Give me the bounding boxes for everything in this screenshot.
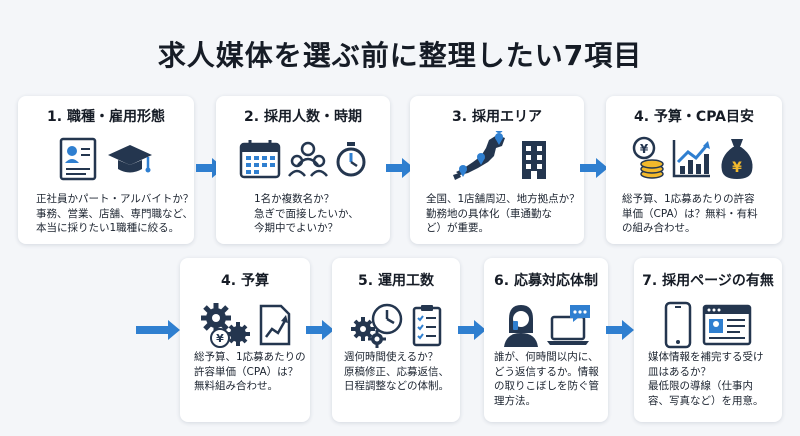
arrow-right-icon: [458, 320, 486, 340]
svg-text:¥: ¥: [732, 160, 742, 176]
svg-text:¥: ¥: [640, 142, 649, 156]
card-text: 総予算、1応募あたりの許容 単価（CPA）は？無料・有料 の組み合わせ。: [622, 193, 758, 234]
card-title: 4. 予算・CPA目安: [633, 109, 755, 125]
gears-yen-icon: ¥: [198, 300, 252, 350]
arrow-right-icon: [386, 158, 414, 178]
card-text: 全国、1店舗周辺、地方拠点か？ 勤務地の具体化（車通勤な ど）が重要。: [426, 193, 580, 234]
card-text: 総予算、1応募あたりの 許容単価（CPA）は？ 無料組み合わせ。: [194, 351, 306, 392]
card-title: 4. 予算: [221, 273, 269, 289]
arrow-right-icon: [136, 320, 180, 340]
card-job-type: 1. 職種・雇用形態 正社員かパート・アルバイトか？ 事務、営業、店舗、専門職な…: [18, 96, 194, 244]
arrow-right-icon: [580, 158, 608, 178]
stopwatch-icon: [334, 140, 368, 178]
calendar-icon: [238, 138, 282, 180]
card-budget: 4. 予算 ¥ 総予算、1応募あたりの 許容単価（CPA）は？ 無料組み合わせ。: [180, 258, 310, 422]
laptop-chat-icon: [546, 303, 592, 347]
resume-icon: [58, 136, 98, 182]
smartphone-icon: [664, 301, 692, 349]
card-title: 7. 採用ページの有無: [642, 273, 774, 289]
card-title: 6. 応募対応体制: [494, 273, 598, 289]
card-operation: 5. 運用工数 週何時間使えるか？ 原稿修正、応募返信、 日程調整などの体制。: [332, 258, 460, 422]
card-budget-cpa: 4. 予算・CPA目安 ¥ ¥ 総予算、1応募あたりの許容 単価（CPA）は？無…: [606, 96, 782, 244]
arrow-right-icon: [306, 320, 334, 340]
card-text: 媒体情報を補完する受け 皿はあるか？ 最低限の導線（仕事内 容、写真など）を用意…: [648, 351, 764, 407]
arrow-right-icon: [606, 320, 634, 340]
building-icon: [519, 135, 549, 181]
card-text: 週何時間使えるか？ 原稿修正、応募返信、 日程調整などの体制。: [344, 351, 449, 392]
web-page-icon: [702, 304, 752, 346]
card-title: 2. 採用人数・時期: [244, 109, 362, 125]
gears-clock-icon: [349, 301, 405, 349]
card-title: 5. 運用工数: [358, 273, 434, 289]
card-headcount: 2. 採用人数・時期 1名か複数名か？ 急ぎで面接したいか、 今期中でよいか？: [216, 96, 390, 244]
money-bag-icon: ¥: [718, 135, 756, 181]
page-title: 求人媒体を選ぶ前に整理したい7項目: [157, 39, 643, 72]
people-icon: [288, 139, 328, 179]
growth-chart-icon: [672, 138, 712, 178]
card-title: 1. 職種・雇用形態: [47, 109, 165, 125]
card-area: 3. 採用エリア 全国、1店舗周辺、地方拠点か？ 勤務地の具体化（車通勤な ど）…: [410, 96, 584, 244]
japan-map-pins-icon: [445, 131, 515, 185]
card-text: 1名か複数名か？ 急ぎで面接したいか、 今期中でよいか？: [254, 193, 359, 234]
graduation-cap-icon: [106, 139, 154, 179]
card-response: 6. 応募対応体制 誰が、何時間以内に、 どう返信するか。情報 の取りこぼしを防…: [484, 258, 608, 422]
yen-coins-icon: ¥: [632, 136, 666, 180]
svg-text:¥: ¥: [216, 332, 224, 345]
checklist-icon: [411, 303, 443, 347]
person-phone-icon: [500, 301, 542, 349]
growth-doc-icon: [258, 303, 292, 347]
card-recruit-page: 7. 採用ページの有無 媒体情報を補完する受け 皿はあるか？ 最低限の導線（仕事…: [634, 258, 782, 422]
card-title: 3. 採用エリア: [452, 109, 542, 125]
card-text: 誰が、何時間以内に、 どう返信するか。情報 の取りこぼしを防ぐ管 理方法。: [494, 351, 599, 407]
card-text: 正社員かパート・アルバイトか？ 事務、営業、店舗、専門職など、 本当に採りたい1…: [36, 193, 194, 234]
